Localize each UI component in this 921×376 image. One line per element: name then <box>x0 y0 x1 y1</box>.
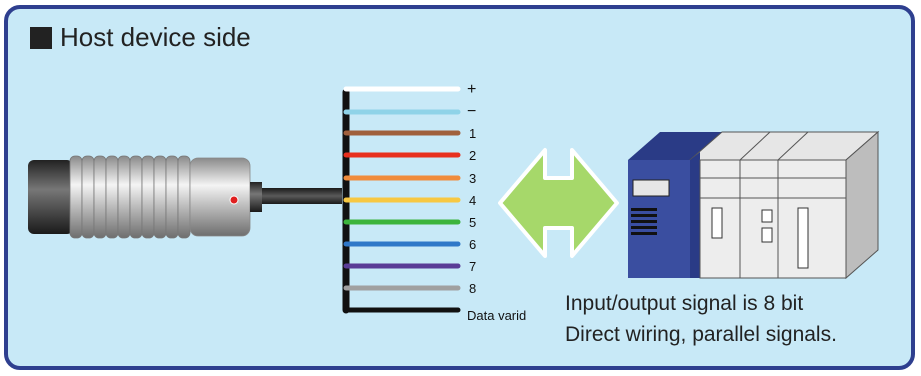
heading-square-icon <box>30 26 52 49</box>
wire-label-2: 2 <box>469 148 476 163</box>
plc-unit-icon <box>628 130 880 280</box>
bidirectional-arrow-icon <box>498 148 619 258</box>
wire-label-5: 5 <box>469 215 476 230</box>
wire-label-plus: + <box>467 81 476 98</box>
note-line-2: Direct wiring, parallel signals. <box>565 323 837 346</box>
wire-label-4: 4 <box>469 193 476 208</box>
wire-label-8: 8 <box>469 281 476 296</box>
wire-bundle <box>343 86 461 313</box>
wire-labels: + − 1 2 3 4 5 6 7 8 Data varid <box>467 81 526 323</box>
wire-label-7: 7 <box>469 259 476 274</box>
note-line-1: Input/output signal is 8 bit <box>565 292 804 315</box>
heading-title: Host device side <box>60 22 251 52</box>
wire-label-data-valid: Data varid <box>467 308 526 323</box>
cylindrical-connector-icon <box>28 155 342 239</box>
wire-label-minus: − <box>467 103 476 120</box>
wire-label-1: 1 <box>469 126 476 141</box>
wire-label-6: 6 <box>469 237 476 252</box>
wire-label-3: 3 <box>469 171 476 186</box>
section-heading: Host device side <box>30 22 251 53</box>
